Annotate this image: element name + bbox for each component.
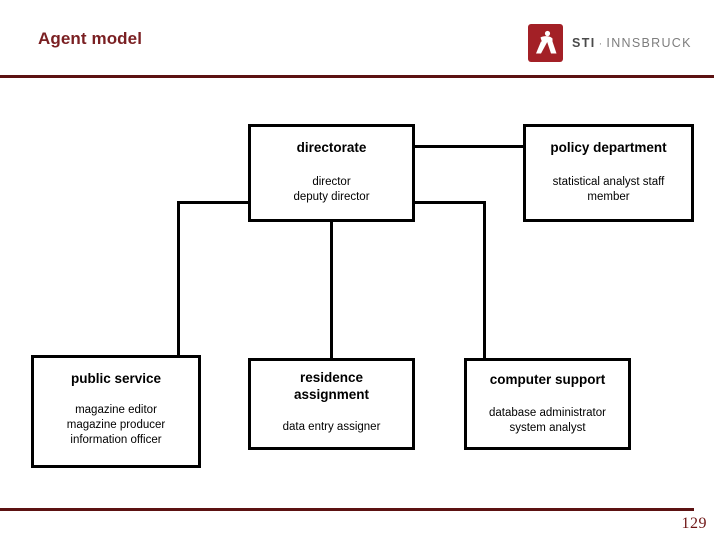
node-directorate-roles: director deputy director (251, 175, 412, 205)
sti-innsbruck-logo: STI · INNSBRUCK (528, 24, 692, 62)
node-public-service-roles: magazine editor magazine producer inform… (34, 403, 198, 448)
logo-wordmark: STI · INNSBRUCK (572, 36, 692, 50)
node-policy-department-roles: statistical analyst staff member (526, 175, 691, 205)
edge-directorate-computer-vertical (483, 201, 486, 358)
node-computer-support-title: computer support (489, 372, 606, 387)
node-public-service-role: magazine editor (75, 404, 157, 416)
node-residence-assignment-role: data entry assigner (282, 421, 381, 433)
node-policy-department[interactable]: policy department statistical analyst st… (523, 124, 694, 222)
edge-directorate-public-vertical (177, 201, 180, 358)
node-policy-department-title: policy department (550, 140, 667, 155)
node-computer-support-role: system analyst (509, 422, 586, 434)
node-public-service-role: magazine producer (66, 419, 166, 431)
logo-wordmark-innsbruck: INNSBRUCK (606, 36, 692, 50)
node-public-service-title: public service (70, 371, 162, 386)
node-policy-department-role: statistical analyst staff (552, 176, 665, 188)
node-policy-department-role: member (587, 191, 630, 203)
node-residence-assignment-title-line2: assignment (293, 387, 370, 402)
edge-directorate-computer-horizontal (413, 201, 486, 204)
node-residence-assignment-title-line1: residence (299, 370, 364, 385)
logo-wordmark-sti: STI (572, 36, 596, 50)
node-directorate-title: directorate (296, 140, 367, 155)
node-computer-support[interactable]: computer support database administrator … (464, 358, 631, 450)
node-computer-support-role: database administrator (489, 407, 606, 419)
logo-wordmark-separator: · (598, 38, 604, 50)
node-residence-assignment[interactable]: residence assignment data entry assigner (248, 358, 415, 450)
header-divider (0, 75, 714, 78)
edge-directorate-policy (413, 145, 525, 148)
node-computer-support-roles: database administrator system analyst (467, 406, 628, 436)
edge-directorate-residence (330, 219, 333, 359)
node-residence-assignment-title: residence assignment (251, 369, 412, 403)
node-public-service[interactable]: public service magazine editor magazine … (31, 355, 201, 468)
page-number: 129 (681, 515, 707, 532)
node-directorate-role: director (312, 176, 351, 188)
edge-directorate-public-horizontal (177, 201, 250, 204)
page-title: Agent model (38, 29, 143, 48)
node-directorate[interactable]: directorate director deputy director (248, 124, 415, 222)
node-residence-assignment-roles: data entry assigner (251, 420, 412, 435)
node-directorate-role: deputy director (293, 191, 370, 203)
footer-divider (0, 508, 694, 511)
person-figure-icon (528, 24, 563, 62)
node-public-service-role: information officer (70, 434, 162, 446)
